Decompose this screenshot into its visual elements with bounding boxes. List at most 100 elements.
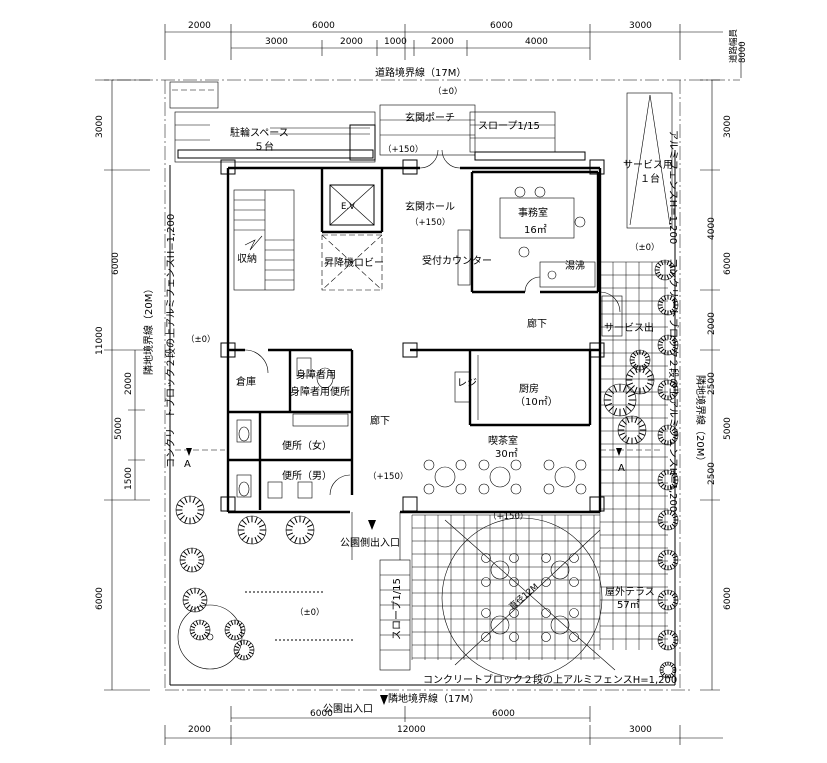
fence-lines <box>169 150 676 686</box>
terrace-chair <box>541 577 551 587</box>
accessible-wc-label-1: 身障者用 <box>296 368 336 381</box>
entrance-porch-label: 玄関ポーチ <box>405 111 455 124</box>
office-label: 事務室 <box>518 206 548 219</box>
cafe-chair <box>543 459 555 471</box>
cafe-chair <box>423 483 435 495</box>
service-exit <box>599 291 623 337</box>
park-slope <box>351 512 411 705</box>
tree <box>657 469 679 491</box>
tree <box>629 349 651 371</box>
dim-top-outer-4: 3000 <box>629 21 652 31</box>
cafe-table <box>434 466 456 488</box>
cafe-table <box>554 466 576 488</box>
section-mark-left: A <box>184 459 191 470</box>
level-terrace-label: （+150） <box>488 511 528 522</box>
elevator-label: E.V <box>341 202 355 212</box>
columns <box>220 159 605 512</box>
neighbor-left-label: 隣地境界線（20M） <box>142 284 155 375</box>
bicycle-count-label: ５台 <box>254 140 274 153</box>
cafe-tables <box>423 459 587 495</box>
terrace-chair <box>481 632 491 642</box>
terrace-chair <box>481 608 491 618</box>
fence-top-right-label: アルミフェンスH=1,200 <box>667 130 678 244</box>
fence-bottom-label: コンクリートブロック２段の上アルミフェンスH=1,200 <box>423 673 677 686</box>
dim-left-1: 3000 <box>95 115 105 138</box>
register-label: レジ <box>457 378 477 389</box>
accessible-wc-label-2: 身障者用便所 <box>290 385 350 398</box>
tree <box>657 334 679 356</box>
slope-top-label: スロープ1/15 <box>478 120 540 132</box>
wc-female-label: 便所（女） <box>282 439 332 452</box>
terrace-chair <box>509 632 519 642</box>
park-entrance-bottom-label: 公園出入口 <box>323 702 373 715</box>
cafe-chair <box>455 483 467 495</box>
park-entrance-mid-label: 公園側出入口 <box>340 536 400 549</box>
kitchen-label: 厨房 <box>519 382 539 395</box>
dim-bottom-inner-1: 6000 <box>310 709 333 719</box>
cafe-table <box>489 466 511 488</box>
terrace-label: 屋外テラス <box>605 586 655 598</box>
level-porch-label: （+150） <box>383 144 423 155</box>
dim-bottom-outer-2: 12000 <box>397 725 426 735</box>
dim-top-inner-2: 2000 <box>340 37 363 47</box>
elevator <box>321 184 383 291</box>
terrace-chair <box>569 608 579 618</box>
dim-left-inner-2: 5000 <box>114 417 124 440</box>
level-hall-label: （+150） <box>410 217 450 228</box>
tree <box>175 495 205 525</box>
dim-right-6: 5000 <box>723 417 733 440</box>
terrace-chair <box>569 553 579 563</box>
kitchenette-label: 湯沸 <box>565 259 585 272</box>
terrace-area-label: 57㎡ <box>617 599 640 611</box>
slope-left-label: スロープ1/15 <box>391 578 403 640</box>
tree <box>233 639 255 661</box>
kitchen <box>454 355 479 420</box>
terrace-circle <box>441 517 616 679</box>
dim-top-inner-4: 2000 <box>431 37 454 47</box>
road-width-value: 8000 <box>738 41 748 63</box>
tree <box>603 383 637 417</box>
tree <box>224 619 246 641</box>
terrace-table <box>490 615 510 635</box>
dim-left-2: 6000 <box>111 252 121 275</box>
dim-left-inner-3: 1500 <box>124 467 134 490</box>
terrace-chair <box>509 608 519 618</box>
terrace-chair <box>569 632 579 642</box>
kitchen-area-label: （10㎡） <box>515 396 558 408</box>
dim-top-inner-5: 4000 <box>525 37 548 47</box>
neighbor-right-label: 隣地境界線（20M） <box>694 375 707 466</box>
service-parking-label: サービス用 <box>623 159 673 171</box>
dim-top-outer-2: 6000 <box>312 21 335 31</box>
bicycle-parking <box>174 111 376 163</box>
neighbor-bottom-label: 隣地境界線（17M） <box>388 692 479 705</box>
dim-top-outer-3: 6000 <box>490 21 513 31</box>
terrace-chair <box>541 608 551 618</box>
tree <box>657 629 679 651</box>
tree <box>657 294 679 316</box>
corridor-west-label: 廊下 <box>370 414 390 427</box>
office-area-label: 16㎡ <box>524 224 547 236</box>
road-width-label: 道路幅員 <box>728 28 739 63</box>
section-markers <box>175 448 660 456</box>
corridor-east-label: 廊下 <box>527 317 547 330</box>
dim-right-3: 6000 <box>723 252 733 275</box>
service-count-label: １台 <box>640 172 660 185</box>
storage-label: 収納 <box>237 252 257 265</box>
dim-top-outer-1: 2000 <box>188 21 211 31</box>
stairs <box>233 189 295 291</box>
cafe-chair <box>455 459 467 471</box>
level-service-yard-label: （±0） <box>630 242 660 253</box>
dim-bottom-outer-3: 3000 <box>629 725 652 735</box>
entrance-hall-label: 玄関ホール <box>405 200 455 213</box>
wc-male-label: 便所（男） <box>282 469 332 482</box>
terrace-chair <box>541 553 551 563</box>
dim-right-2: 4000 <box>707 217 717 240</box>
cafe-chair <box>423 459 435 471</box>
service-parking <box>626 92 673 229</box>
site-boundary <box>95 79 740 691</box>
trees <box>175 259 679 679</box>
dimension-lines: 2000 6000 6000 3000 3000 2000 1000 2000 … <box>95 21 748 745</box>
dim-right-4: 2000 <box>707 312 717 335</box>
terrace-chair <box>569 577 579 587</box>
elevator-lobby-label: 昇降機ロビー <box>324 256 384 269</box>
